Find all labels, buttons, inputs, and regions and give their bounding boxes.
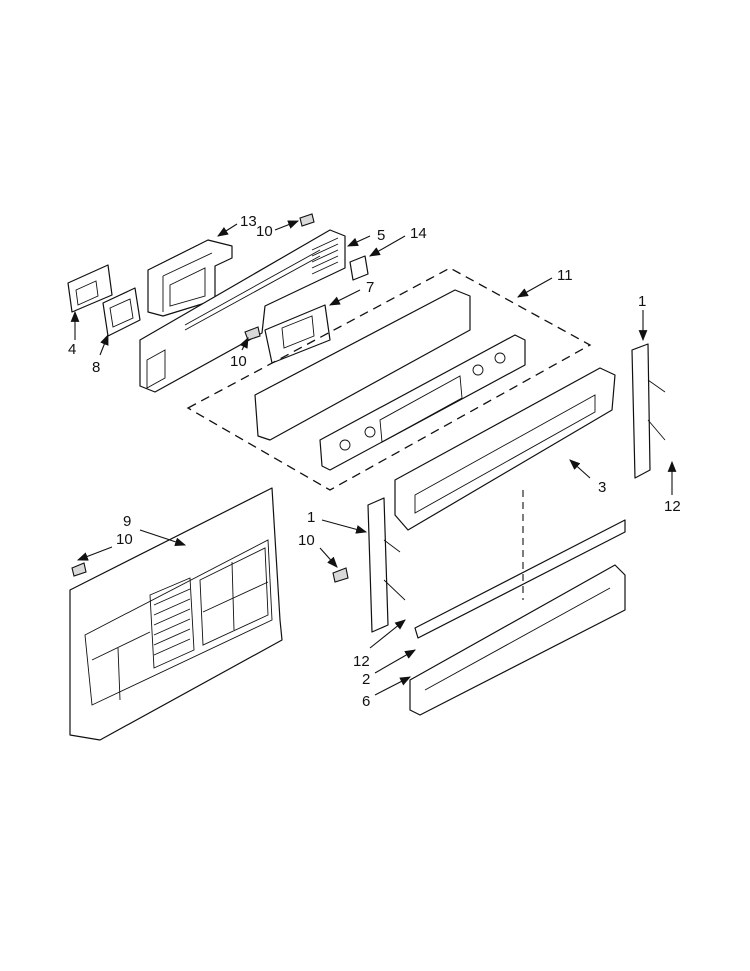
callout-1-right: 1 xyxy=(638,293,646,310)
part-1-bracket-left xyxy=(367,497,406,633)
part-13-vent-bracket xyxy=(147,239,233,317)
callout-10-mid: 10 xyxy=(230,353,247,370)
part-8-board xyxy=(102,287,141,337)
callout-10-center: 10 xyxy=(298,532,315,549)
callout-9: 9 xyxy=(123,513,131,530)
callout-12-left: 12 xyxy=(353,653,370,670)
callout-10-top: 10 xyxy=(256,223,273,240)
part-4-board xyxy=(67,264,113,313)
part-14-connector xyxy=(349,255,369,281)
screws xyxy=(71,213,349,583)
callout-12-right: 12 xyxy=(664,498,681,515)
callout-11: 11 xyxy=(557,267,573,284)
part-3-trim xyxy=(394,367,616,531)
callout-5: 5 xyxy=(377,227,385,244)
part-1-bracket-right xyxy=(631,343,666,479)
callout-6: 6 xyxy=(362,693,370,710)
callout-10-left: 10 xyxy=(116,531,133,548)
callout-2: 2 xyxy=(362,671,370,688)
part-7-control-board xyxy=(264,304,331,364)
callout-4: 4 xyxy=(68,341,76,358)
part-11-assembly-outline xyxy=(186,267,592,491)
callout-1-left: 1 xyxy=(307,509,315,526)
callout-14: 14 xyxy=(410,225,427,242)
part-6-bottom-trim xyxy=(409,564,626,716)
part-9-rear-cover xyxy=(69,487,283,741)
callout-13: 13 xyxy=(240,213,257,230)
callout-3: 3 xyxy=(598,479,606,496)
part-5-rear-panel xyxy=(139,229,346,393)
callout-labels: 13 10 5 14 7 11 1 4 8 10 3 12 9 10 1 10 … xyxy=(68,213,681,710)
callout-8: 8 xyxy=(92,359,100,376)
callout-7: 7 xyxy=(366,279,374,296)
leader-lines xyxy=(70,220,677,696)
part-2-strip xyxy=(414,519,626,639)
control-panel-face xyxy=(254,289,526,471)
